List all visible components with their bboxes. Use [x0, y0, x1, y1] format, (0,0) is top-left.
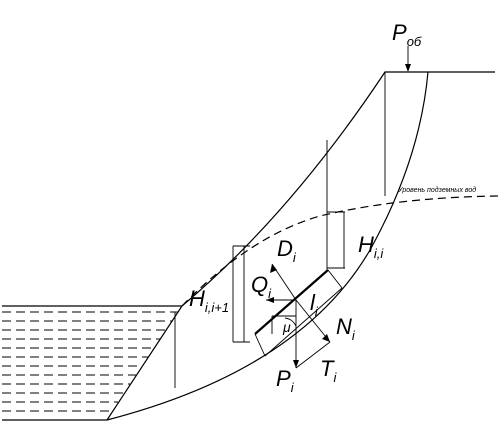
label-n-i: Ni: [336, 314, 356, 343]
slip-surface-arc: [106, 71, 429, 421]
label-p-i: Pi: [276, 366, 295, 395]
waterside-slope: [106, 305, 183, 421]
force-lines: [254, 263, 343, 369]
arrows: [266, 46, 411, 368]
label-l-i: li: [310, 290, 319, 319]
label-h-ii: Hi,i: [358, 232, 384, 261]
h-i-i1-bracket: [233, 245, 250, 343]
label-p-ob: Pоб: [392, 20, 422, 49]
water-body: [2, 311, 178, 412]
label-mu: μ: [282, 319, 291, 335]
label-h-i-i1: Hi,i+1: [189, 286, 229, 315]
h-ii-bracket: [327, 211, 345, 269]
label-q-i: Qi: [251, 272, 272, 301]
slope-surface: [181, 71, 495, 307]
groundwater-level-line: [181, 195, 501, 307]
groundwater-label: Уровень подземных вод: [397, 186, 476, 194]
slice-base: [254, 269, 329, 335]
mu-angle-arc: [284, 317, 297, 327]
label-t-i: Ti: [320, 356, 337, 385]
label-d-i: Di: [277, 236, 297, 265]
